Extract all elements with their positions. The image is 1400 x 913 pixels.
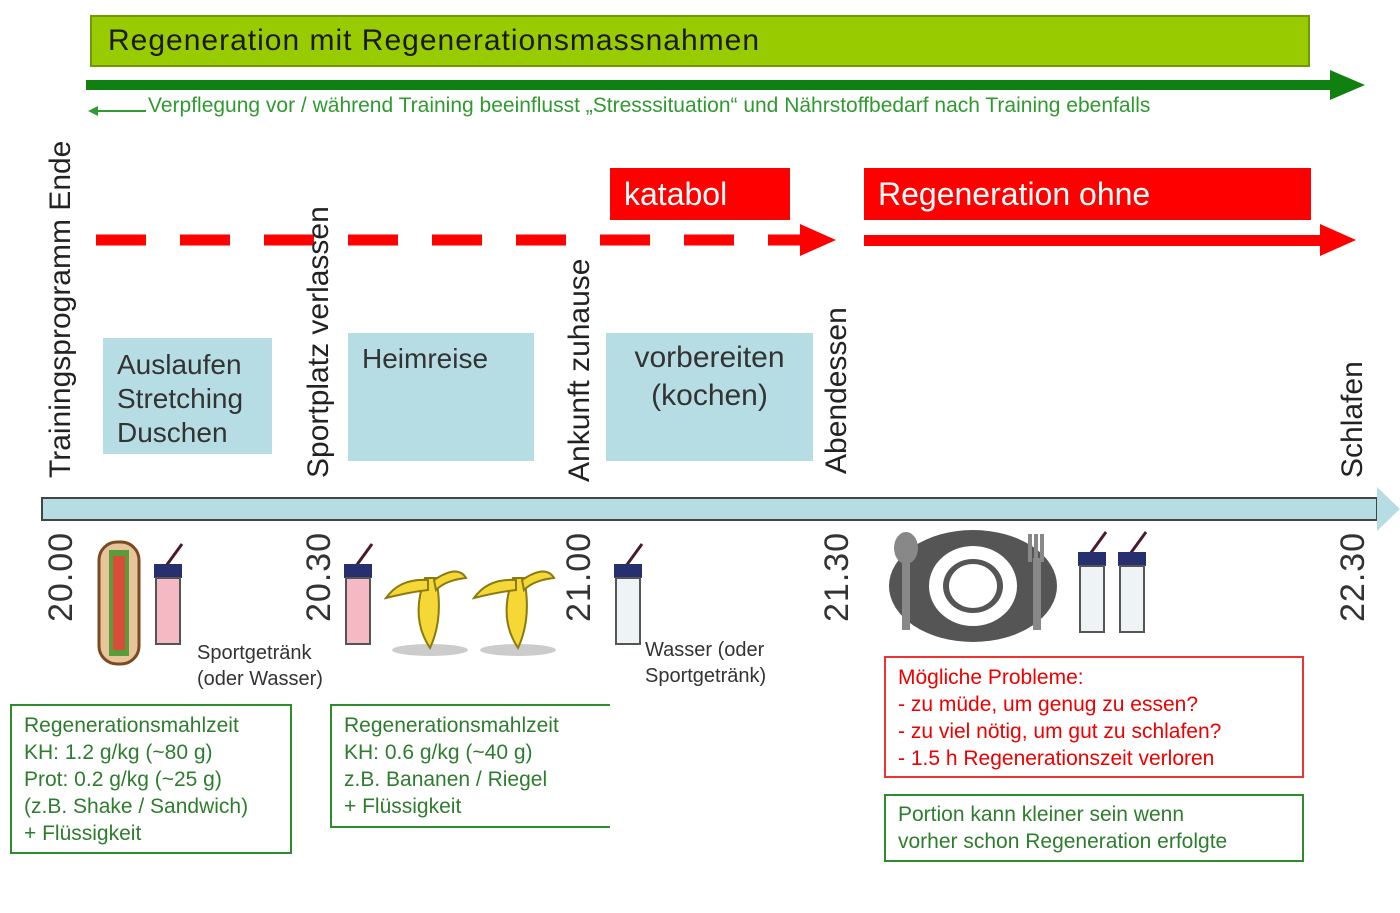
meal-box-1: Regenerationsmahlzeit KH: 1.2 g/kg (~80 … bbox=[10, 704, 292, 854]
time-2030: 20.30 bbox=[300, 531, 338, 622]
meal-box-line: + Flüssigkeit bbox=[344, 795, 462, 818]
problems-line: - zu viel nötig, um gut zu schlafen? bbox=[898, 720, 1222, 743]
drink-note-line: (oder Wasser) bbox=[197, 668, 323, 690]
drink-note-sportgetraenk: Sportgetränk (oder Wasser) bbox=[197, 640, 323, 692]
activity-line: (kochen) bbox=[651, 379, 768, 412]
time-2130: 21.30 bbox=[818, 531, 856, 622]
red-solid-arrow-head bbox=[1320, 224, 1356, 256]
green-note: Verpflegung vor / während Training beein… bbox=[148, 94, 1151, 117]
meal-box-line: KH: 0.6 g/kg (~40 g) bbox=[344, 741, 533, 764]
activity-box-heimreise: Heimreise bbox=[348, 333, 534, 461]
activity-line: Duschen bbox=[117, 417, 228, 448]
drink-glass-icon bbox=[344, 543, 374, 645]
drink-glass-icon bbox=[1118, 531, 1148, 633]
regeneration-ohne-label: Regeneration ohne bbox=[864, 168, 1311, 220]
drink-glass-icon bbox=[614, 543, 644, 645]
problems-line: Mögliche Probleme: bbox=[898, 666, 1084, 689]
activity-box-vorbereiten: vorbereiten (kochen) bbox=[606, 333, 813, 461]
timeline-bar bbox=[41, 497, 1378, 521]
activity-box-auslaufen: Auslaufen Stretching Duschen bbox=[103, 338, 272, 454]
portion-line: Portion kann kleiner sein wenn bbox=[898, 803, 1185, 826]
drink-note-wasser: Wasser (oder Sportgetränk) bbox=[645, 637, 766, 689]
plate-cutlery-icon bbox=[889, 530, 1057, 642]
green-arrow-head bbox=[1330, 70, 1365, 100]
timeline-arrow-head bbox=[1377, 487, 1400, 531]
drink-glass-icon bbox=[1078, 531, 1108, 633]
drink-note-line: Sportgetränk) bbox=[645, 665, 767, 687]
meal-box-line: KH: 1.2 g/kg (~80 g) bbox=[24, 741, 213, 764]
problems-box: Mögliche Probleme: - zu müde, um genug z… bbox=[884, 656, 1304, 778]
drink-note-line: Wasser (oder bbox=[645, 639, 765, 661]
problems-line: - 1.5 h Regenerationszeit verloren bbox=[898, 747, 1215, 770]
portion-box: Portion kann kleiner sein wenn vorher sc… bbox=[884, 794, 1304, 862]
portion-line: vorher schon Regeneration erfolgte bbox=[898, 830, 1228, 853]
meal-box-line: (z.B. Shake / Sandwich) bbox=[24, 795, 249, 818]
katabol-label: katabol bbox=[610, 168, 790, 220]
event-abendessen: Abendessen bbox=[820, 307, 853, 474]
time-2000: 20.00 bbox=[42, 531, 80, 622]
meal-box-line: Regenerationsmahlzeit bbox=[344, 714, 559, 737]
meal-box-line: Regenerationsmahlzeit bbox=[24, 714, 239, 737]
activity-line: vorbereiten bbox=[634, 341, 785, 374]
meal-box-line: + Flüssigkeit bbox=[24, 822, 142, 845]
time-2230: 22.30 bbox=[1334, 531, 1372, 622]
meal-box-line: z.B. Bananen / Riegel bbox=[344, 768, 548, 791]
activity-line: Stretching bbox=[117, 383, 244, 414]
time-2100: 21.00 bbox=[560, 531, 598, 622]
drink-note-line: Sportgetränk bbox=[197, 642, 312, 664]
event-schlafen: Schlafen bbox=[1336, 361, 1369, 478]
banana-icon bbox=[471, 570, 556, 656]
banana-icon bbox=[383, 570, 468, 656]
meal-box-2: Regenerationsmahlzeit KH: 0.6 g/kg (~40 … bbox=[330, 704, 610, 828]
sandwich-icon bbox=[97, 540, 141, 666]
event-training-ende: Trainingsprogramm Ende bbox=[44, 140, 77, 478]
activity-line: Heimreise bbox=[362, 343, 489, 374]
green-thin-arrow-head bbox=[88, 106, 98, 116]
header-title: Regeneration mit Regenerationsmassnahmen bbox=[90, 15, 1310, 67]
red-dashed-arrow-head bbox=[800, 224, 836, 256]
drink-glass-icon bbox=[154, 543, 184, 645]
activity-line: Auslaufen bbox=[117, 349, 242, 380]
meal-box-line: Prot: 0.2 g/kg (~25 g) bbox=[24, 768, 222, 791]
green-arrow-shaft bbox=[86, 80, 1336, 90]
red-solid-arrow bbox=[864, 235, 1324, 246]
event-sportplatz-verlassen: Sportplatz verlassen bbox=[302, 206, 335, 478]
event-ankunft-zuhause: Ankunft zuhause bbox=[563, 258, 596, 483]
problems-line: - zu müde, um genug zu essen? bbox=[898, 693, 1199, 716]
